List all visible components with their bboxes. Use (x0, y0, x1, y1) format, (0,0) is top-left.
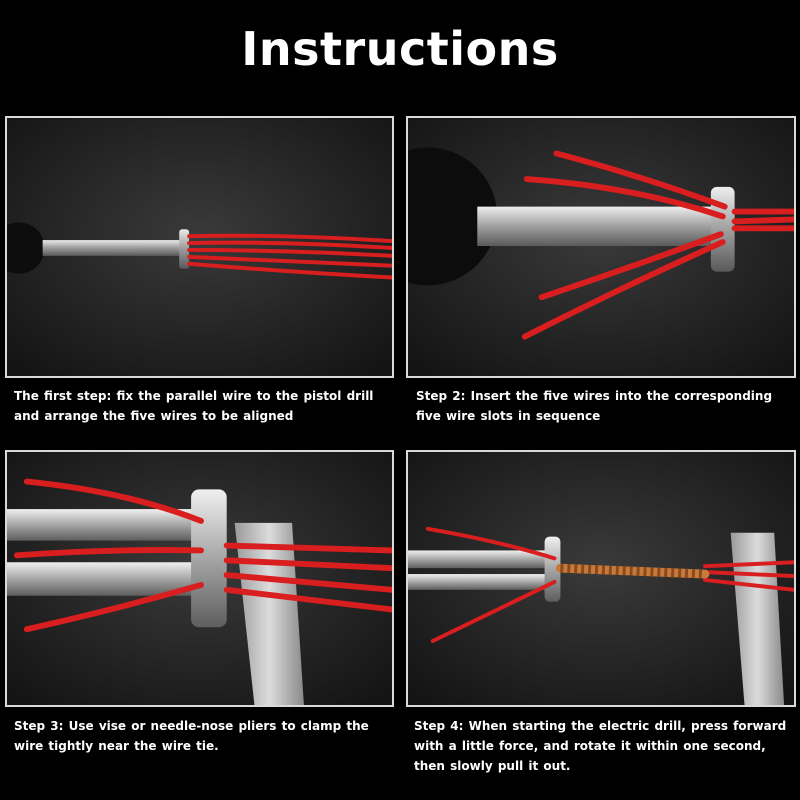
red-wires (13, 478, 392, 633)
step-2-illustration (408, 118, 794, 376)
wire-twister-slot-top (7, 509, 196, 541)
drill-chuck (408, 147, 498, 286)
step-4-illustration (408, 452, 794, 705)
step-4-image (406, 450, 796, 707)
wire-twister-head (179, 229, 190, 269)
red-wires (425, 526, 794, 643)
page-title: Instructions (241, 22, 559, 76)
wire-twister-shaft (42, 240, 182, 256)
step-4-caption: Step 4: When starting the electric drill… (414, 719, 787, 773)
wire-twister-slot-bottom (7, 562, 196, 596)
drill-chuck (7, 222, 45, 274)
step-3-caption: Step 3: Use vise or needle-nose pliers t… (14, 719, 369, 753)
copper-twist-texture (560, 563, 706, 579)
wire-twister-head (710, 186, 735, 272)
red-wires (187, 233, 392, 280)
wire-twister-shaft (477, 206, 715, 247)
step-2-caption: Step 2: Insert the five wires into the c… (416, 389, 773, 423)
step-1-illustration (7, 118, 392, 376)
step-3-illustration (7, 452, 392, 705)
step-1-caption: The first step: fix the parallel wire to… (14, 389, 374, 423)
wire-twister-head (191, 489, 227, 628)
wire-twister-shaft-bottom (408, 574, 547, 590)
red-wires (521, 150, 794, 340)
step-3-image (5, 450, 394, 707)
step-1-image (5, 116, 394, 378)
wire-twister-shaft-top (408, 550, 547, 569)
step-2-image (406, 116, 796, 378)
pliers (234, 522, 304, 705)
